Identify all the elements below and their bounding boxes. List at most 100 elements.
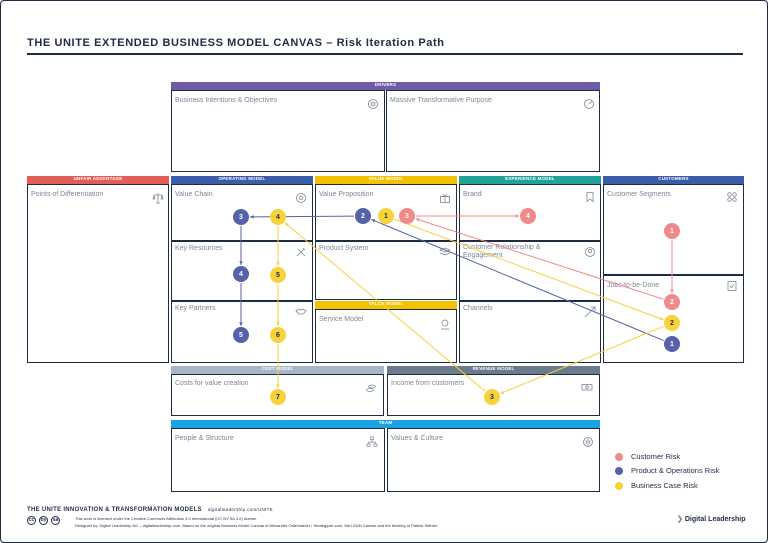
- customer-risk-marker-2[interactable]: 2: [664, 294, 680, 310]
- product-risk-marker-circle: [355, 208, 371, 224]
- cc-icon: cc: [27, 516, 36, 525]
- footer-url[interactable]: digitalleadership.com/UNITE: [207, 507, 273, 512]
- customer-risk-marker-4[interactable]: 4: [520, 208, 536, 224]
- layers-icon: [439, 247, 451, 256]
- segments-icon: [727, 192, 737, 202]
- arrows-icon: [584, 306, 596, 318]
- legend-dot-business: [615, 481, 623, 490]
- business-risk-marker-3[interactable]: 3: [484, 389, 500, 405]
- customer-segments-label: Customer Segments: [607, 191, 671, 198]
- product-risk-marker-3[interactable]: 3: [233, 209, 249, 225]
- massive-purpose-cell[interactable]: Massive Transformative Purpose: [386, 90, 600, 172]
- people-structure-cell[interactable]: People & Structure: [171, 428, 385, 492]
- product-path-arrowhead: [239, 261, 243, 265]
- business-intentions-cell[interactable]: Business Intentions & Objectives: [171, 90, 385, 172]
- customer-risk-marker-3[interactable]: 3: [399, 208, 415, 224]
- product-risk-marker-5[interactable]: 5: [233, 327, 249, 343]
- revenue-model-band: REVENUE MODEL: [387, 366, 600, 374]
- business-risk-marker-5[interactable]: 5: [270, 267, 286, 283]
- channels-label: Channels: [463, 305, 493, 312]
- business-path-arrowhead: [500, 390, 505, 394]
- business-risk-marker-label: 1: [384, 213, 388, 220]
- customer-risk-marker-1[interactable]: 1: [664, 223, 680, 239]
- customer-relationship-label: Customer Relationship & Engagement: [463, 244, 541, 259]
- product-risk-marker-label: 1: [670, 341, 674, 348]
- values-culture-cell[interactable]: Values & Culture: [387, 428, 600, 492]
- sa-icon: sa: [51, 516, 60, 525]
- income-label: Income from customers: [391, 380, 465, 387]
- gears-icon: [296, 193, 306, 203]
- risk-path-lines: [239, 214, 674, 395]
- business-risk-marker-circle: [484, 389, 500, 405]
- footer-license: This work is licensed under the Creative…: [75, 516, 258, 521]
- business-risk-marker-circle: [378, 208, 394, 224]
- business-risk-marker-6[interactable]: 6: [270, 327, 286, 343]
- business-risk-marker-7[interactable]: 7: [270, 389, 286, 405]
- logo-chevron-icon: ❯: [677, 516, 683, 523]
- product-risk-marker-circle: [233, 209, 249, 225]
- coins-icon: [366, 384, 376, 392]
- points-of-differentiation-cell[interactable]: Points of Differentiation: [27, 184, 169, 363]
- business-risk-marker-label: 7: [276, 394, 280, 401]
- values-culture-label: Values & Culture: [391, 435, 444, 442]
- service-model-cell[interactable]: Service Model: [315, 309, 457, 363]
- value-model-band-2: VALUE MODEL: [315, 301, 457, 309]
- product-risk-marker-label: 2: [361, 213, 365, 220]
- cash-icon: [581, 384, 593, 391]
- business-risk-marker-label: 4: [276, 214, 280, 221]
- gift-icon: [440, 193, 450, 203]
- business-path-segment: [394, 218, 664, 321]
- value-proposition-label: Value Proposition: [319, 191, 374, 198]
- legend-product-risk: Product & Operations Risk: [615, 466, 719, 475]
- business-risk-marker-1[interactable]: 1: [378, 208, 394, 224]
- business-risk-marker-2[interactable]: 2: [664, 315, 680, 331]
- value-chain-cell[interactable]: Value Chain: [171, 184, 313, 241]
- product-path-segment: [371, 218, 664, 342]
- product-risk-marker-1[interactable]: 1: [664, 336, 680, 352]
- income-cell[interactable]: Income from customers: [387, 374, 600, 416]
- product-system-label: Product System: [319, 245, 369, 252]
- org-icon: [366, 436, 378, 447]
- experience-model-band: EXPERIENCE MODEL: [459, 176, 601, 184]
- customer-risk-marker-label: 2: [670, 299, 674, 306]
- channels-cell[interactable]: Channels: [459, 301, 601, 363]
- product-risk-marker-label: 4: [239, 271, 243, 278]
- business-path-segment: [500, 325, 664, 395]
- product-path-arrowhead: [249, 215, 254, 219]
- operating-model-band: OPERATING MODEL: [171, 176, 313, 184]
- customer-path-arrowhead: [515, 214, 519, 218]
- customer-risk-marker-circle: [664, 294, 680, 310]
- product-risk-marker-circle: [233, 266, 249, 282]
- value-model-band: VALUE MODEL: [315, 176, 457, 184]
- tools-icon: [296, 247, 306, 257]
- checklist-icon: [727, 281, 737, 291]
- legend-customer-risk: Customer Risk: [615, 452, 680, 461]
- legend-business-label: Business Case Risk: [631, 481, 698, 490]
- person-heart-icon: [585, 247, 595, 257]
- key-resources-cell[interactable]: Key Resources: [171, 241, 313, 301]
- customer-risk-marker-label: 3: [405, 213, 409, 220]
- business-risk-marker-circle: [270, 209, 286, 225]
- business-risk-marker-4[interactable]: 4: [270, 209, 286, 225]
- legend-business-risk: Business Case Risk: [615, 481, 698, 490]
- business-path-arrowhead: [284, 222, 289, 227]
- business-path-segment: [284, 222, 486, 392]
- costs-label: Costs for value creation: [175, 380, 249, 387]
- business-risk-marker-circle: [270, 327, 286, 343]
- product-system-cell[interactable]: Product System: [315, 241, 457, 300]
- product-risk-marker-2[interactable]: 2: [355, 208, 371, 224]
- key-resources-label: Key Resources: [175, 245, 223, 252]
- bookmark-icon: [586, 192, 594, 203]
- product-risk-marker-4[interactable]: 4: [233, 266, 249, 282]
- team-band: TEAM: [171, 420, 600, 428]
- title-rule: [27, 53, 743, 55]
- customer-risk-marker-label: 1: [670, 228, 674, 235]
- target-icon: [368, 99, 378, 109]
- gear-hand-icon: [441, 319, 449, 330]
- business-path-arrowhead: [276, 262, 280, 266]
- unfair-advantage-band: UNFAIR ADVANTAGE: [27, 176, 169, 184]
- product-risk-marker-circle: [664, 336, 680, 352]
- cc-license-icons: cc by sa: [27, 516, 60, 525]
- scales-icon: [152, 193, 164, 204]
